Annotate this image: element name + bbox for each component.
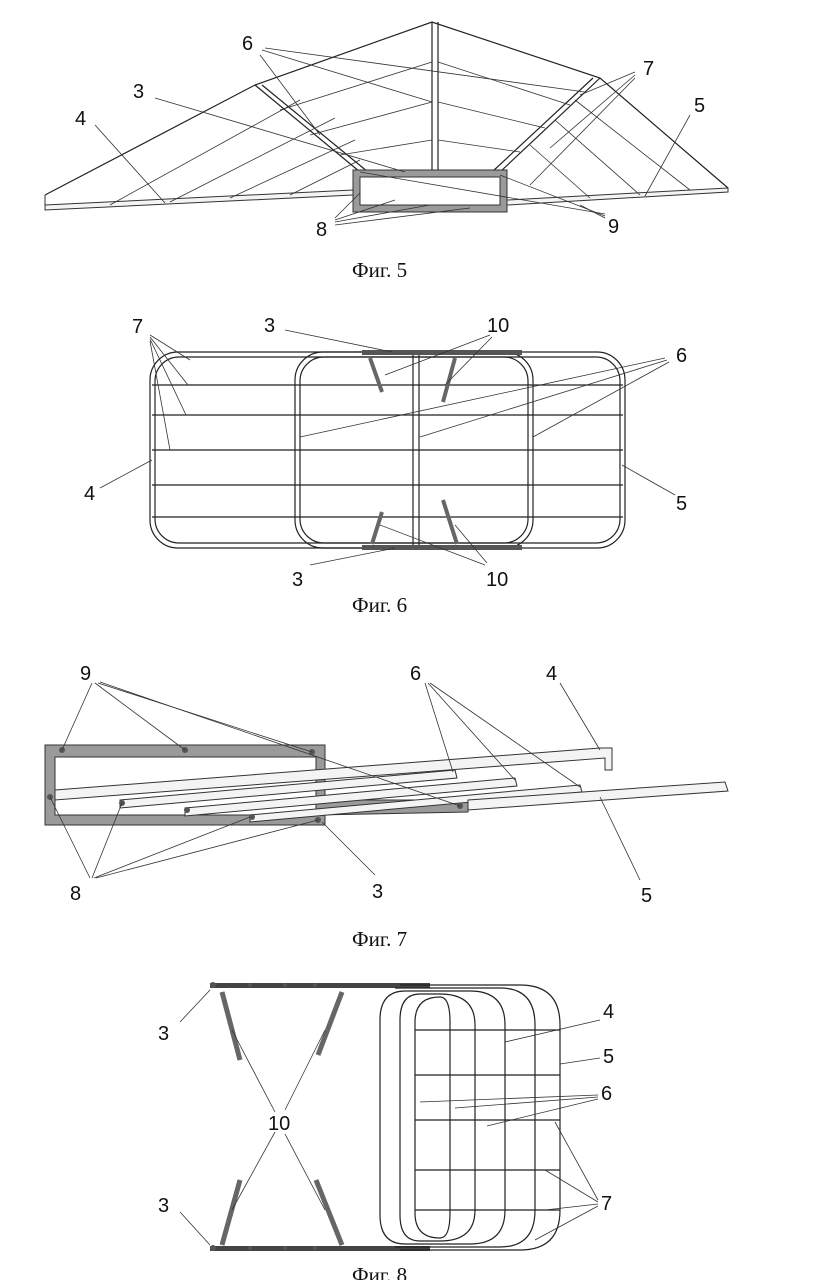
leader-lines [179,989,601,1246]
label-7: 7 [132,316,143,338]
label-3-bottom: 3 [292,569,303,591]
label-3: 3 [372,881,383,903]
label-9: 9 [608,216,619,238]
label-3: 3 [133,81,144,103]
label-6: 6 [242,33,253,55]
figure-caption: Фиг. 6 [352,593,407,617]
leader-lines [99,329,676,566]
figure-6: 7 3 10 6 4 5 3 10 Фиг. 6 [84,315,687,617]
label-5: 5 [603,1046,614,1068]
label-3-bottom: 3 [158,1195,169,1217]
plan-view-drawing [149,350,626,550]
figure-caption: Фиг. 7 [352,927,407,951]
figure-caption: Фиг. 5 [352,258,407,282]
label-6: 6 [676,345,687,367]
figure-caption: Фиг. 8 [352,1263,407,1280]
label-3-top: 3 [158,1023,169,1045]
label-8: 8 [316,219,327,241]
label-5: 5 [676,493,687,515]
label-10-bottom: 10 [486,569,508,591]
label-9: 9 [80,663,91,685]
label-4: 4 [75,108,86,130]
leader-lines [49,681,641,881]
label-4: 4 [603,1001,614,1023]
label-4: 4 [84,483,95,505]
figure-7: 9 6 4 8 3 5 Фиг. 7 [44,663,729,951]
folded-plan-view-drawing [210,982,561,1251]
label-6: 6 [410,663,421,685]
label-7: 7 [601,1193,612,1215]
label-3-top: 3 [264,315,275,337]
label-4: 4 [546,663,557,685]
label-6: 6 [601,1083,612,1105]
figure-5: 6 3 4 7 5 8 9 Фиг. 5 [44,21,729,282]
label-5: 5 [641,885,652,907]
label-5: 5 [694,95,705,117]
label-10-top: 10 [487,315,509,337]
label-7: 7 [643,58,654,80]
figure-8: 3 4 5 10 6 3 7 Фиг. 8 [158,982,614,1280]
label-10: 10 [268,1113,290,1135]
leader-lines [94,47,691,226]
label-8: 8 [70,883,81,905]
folded-side-view-drawing [44,744,729,826]
